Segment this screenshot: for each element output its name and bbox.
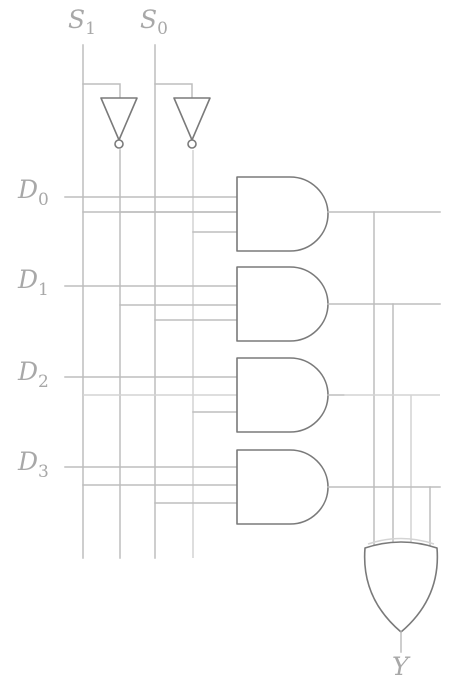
tap-s1-inverter [82,83,121,99]
and-gate-2 [236,357,329,433]
and-gate-0 [236,176,329,252]
label-d0: D0 [17,175,49,210]
label-s1: S1 [68,5,96,39]
inverter-s1 [100,97,138,149]
or-gate-input-arc [367,537,435,545]
or-gate [363,541,439,633]
label-y: Y [392,652,411,681]
label-d2: D2 [17,357,49,392]
label-s0: S0 [140,5,168,39]
label-d1: D1 [17,265,49,300]
and-gate-1 [236,266,329,342]
inverter-bubble [114,139,124,149]
tap-s0-inverter [154,83,193,99]
and-gate-3 [236,449,329,525]
label-d3: D3 [17,447,49,482]
inverter-s0 [173,97,211,149]
inverter-bubble [187,139,197,149]
